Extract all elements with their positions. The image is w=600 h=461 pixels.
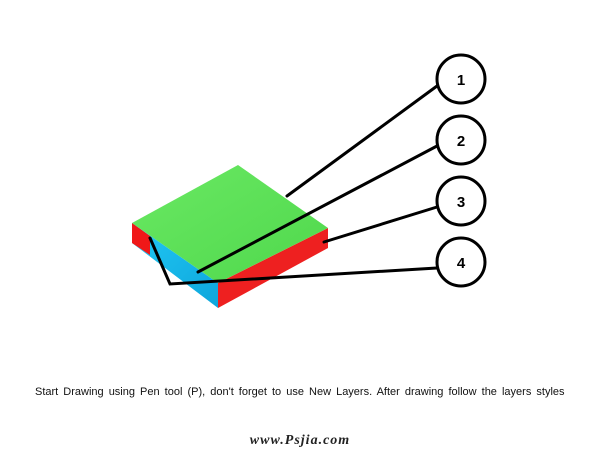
layers-diagram: 1 2 3 4	[132, 53, 487, 308]
callout-4: 4	[435, 236, 487, 288]
left-red-face	[132, 223, 150, 255]
callout-circle-2	[435, 114, 487, 166]
callout-2: 2	[435, 114, 487, 166]
instruction-caption: Start Drawing using Pen tool (P), don't …	[35, 386, 565, 398]
callout-circle-3	[435, 175, 487, 227]
callout-circle-4	[435, 236, 487, 288]
callout-3: 3	[435, 175, 487, 227]
leader-line-1	[285, 84, 439, 198]
callout-1: 1	[435, 53, 487, 105]
top-face	[132, 165, 328, 283]
leader-line-2	[196, 144, 439, 274]
callout-label-4: 4	[457, 255, 466, 272]
watermark-text: www.Psjia.com	[249, 433, 351, 448]
right-side-face	[218, 228, 328, 308]
callout-label-3: 3	[457, 194, 465, 211]
callout-circle-1	[435, 53, 487, 105]
leader-line-4	[148, 236, 439, 286]
callout-label-2: 2	[457, 133, 465, 150]
leader-line-3	[322, 205, 439, 244]
leader-lines	[148, 84, 439, 286]
callout-label-1: 1	[457, 72, 465, 89]
